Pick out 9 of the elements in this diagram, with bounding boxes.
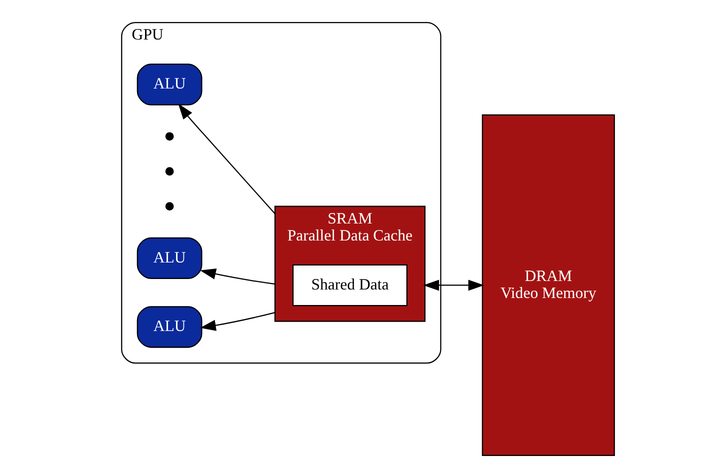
arrow <box>422 279 484 290</box>
node-box: ALU <box>136 306 202 348</box>
node-box: DRAM Video Memory <box>481 114 614 456</box>
arrow <box>200 312 275 330</box>
arrow <box>178 103 275 214</box>
arrow <box>200 268 275 284</box>
node-box: ALU <box>136 236 202 279</box>
node-box: Shared Data <box>292 264 407 306</box>
node-box: ALU <box>136 63 202 105</box>
